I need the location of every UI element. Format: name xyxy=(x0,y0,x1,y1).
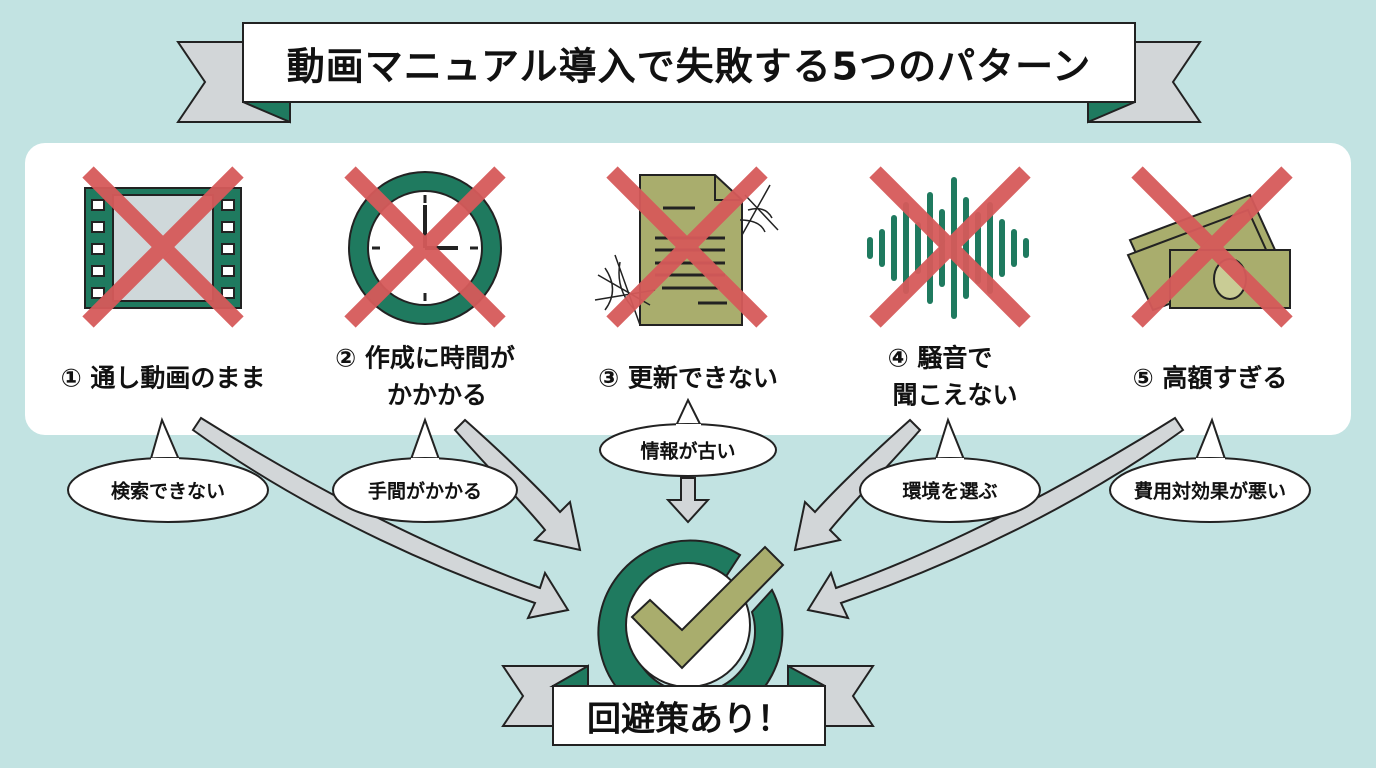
pattern-1-label: ① 通し動画のまま xyxy=(60,363,266,393)
red-x-marks xyxy=(82,166,1293,328)
title-ribbon xyxy=(176,22,1202,124)
pattern-2-label-line1: ② 作成に時間が xyxy=(335,343,515,373)
result-label: 回避策あり！ xyxy=(587,699,791,740)
speech-bubbles xyxy=(67,397,1311,523)
page-title: 動画マニュアル導入で失敗する5つのパターン xyxy=(286,44,1092,89)
consequence-4: 環境を選ぶ xyxy=(902,480,998,503)
arrow-5 xyxy=(806,416,1185,620)
arrow-3 xyxy=(665,477,711,524)
pattern-4-label-line2: 聞こえない xyxy=(892,380,1018,410)
checkmark-circle-icon xyxy=(597,539,785,726)
result-ribbon xyxy=(501,664,875,746)
pattern-4-label-line1: ④ 騒音で xyxy=(887,343,993,373)
consequence-3: 情報が古い xyxy=(640,440,736,463)
arrows xyxy=(191,416,1185,620)
pattern-2-label-line2: かかかる xyxy=(386,380,488,410)
pattern-3-label: ③ 更新できない xyxy=(598,363,778,393)
pattern-5-label: ⑤ 高額すぎる xyxy=(1132,363,1288,393)
consequence-5: 費用対効果が悪い xyxy=(1133,480,1287,503)
consequence-2: 手間がかかる xyxy=(367,480,483,503)
consequence-1: 検索できない xyxy=(110,480,226,503)
arrow-1 xyxy=(191,416,570,620)
